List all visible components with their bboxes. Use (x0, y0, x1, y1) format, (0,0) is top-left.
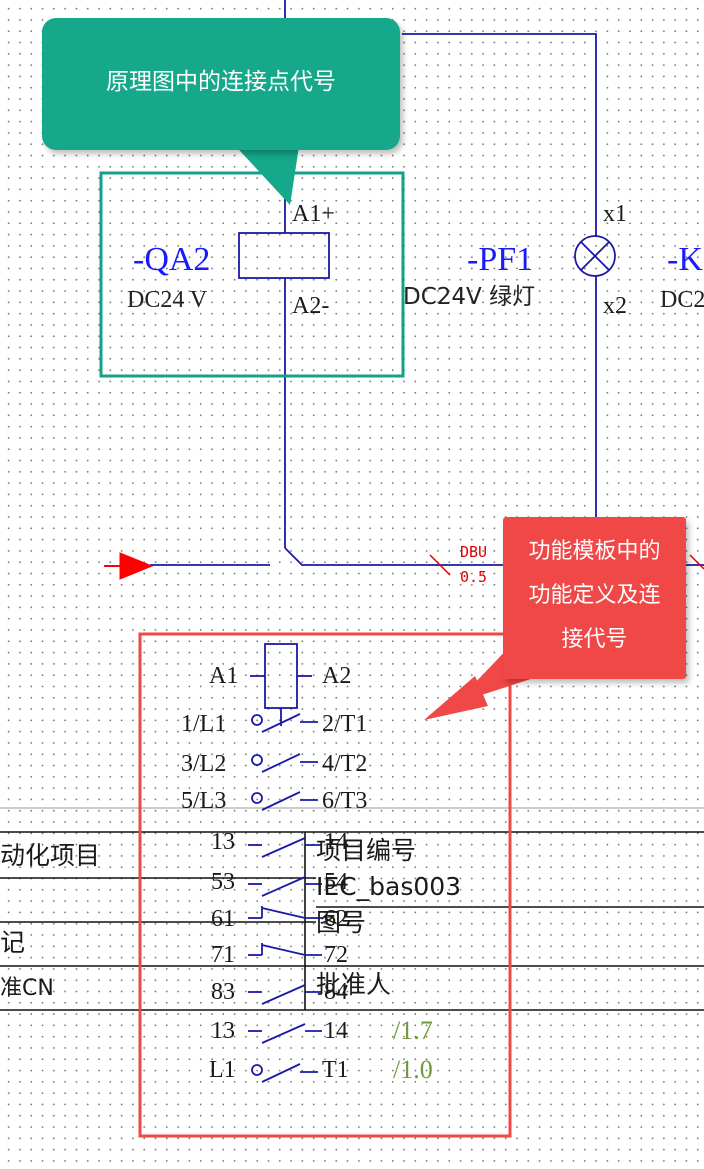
contact-left-7: 71 (211, 942, 235, 968)
template-callout-text: 功能模板中的 功能定义及连 接代号 (503, 530, 686, 662)
contact-left-3: 5/L3 (181, 788, 227, 814)
cable-mark-1 (429, 554, 451, 576)
contact-right-10: T1 (322, 1057, 349, 1083)
pf1-lamp-symbol (574, 235, 616, 277)
title-block-lines (0, 807, 704, 1011)
schematic-callout (42, 18, 400, 150)
contact-symbols (248, 643, 322, 1083)
pf1-desc: DC24V 绿灯 (403, 284, 536, 310)
coil-pin-left: A1 (209, 663, 239, 689)
schematic-callout-text: 原理图中的连接点代号 (106, 69, 336, 95)
qa2-highlight-frame (99, 171, 405, 378)
contact-left-9: 13 (211, 1018, 235, 1044)
approver-label: 批准人 (316, 970, 392, 999)
contact-right-9: 14 (324, 1018, 348, 1044)
qa2-pin-a2: A2- (292, 293, 330, 319)
input-arrow (104, 552, 154, 580)
contact-left-5: 53 (211, 869, 235, 895)
coil-pin-right: A2 (322, 663, 352, 689)
contact-right-7: 72 (324, 942, 348, 968)
contact-right-4: 14 (324, 829, 348, 855)
template-callout-line-2: 功能定义及连 (528, 583, 661, 608)
pf1-pin-x1: x1 (603, 201, 627, 227)
wire-pf1-top (402, 33, 597, 236)
contact-ref-10: /1.0 (393, 1055, 433, 1084)
qa2-tag: -QA2 (133, 241, 211, 278)
contact-right-2: 4/T2 (322, 751, 368, 777)
template-highlight-frame (138, 632, 512, 1138)
contact-left-10: L1 (209, 1057, 236, 1083)
contact-right-5: 54 (324, 869, 348, 895)
cable-label: DBU (460, 543, 488, 561)
drawing-number-label: 图号 (316, 908, 367, 937)
contact-right-1: 2/T1 (322, 711, 368, 737)
contact-right-6: 62 (324, 906, 348, 932)
cable-mark-2 (689, 554, 704, 570)
cable-size: 0.5 (460, 568, 488, 586)
teal-callout-tail (230, 140, 300, 205)
qa2-coil-symbol (238, 232, 330, 279)
contact-left-8: 83 (211, 979, 235, 1005)
pf1-pin-x2: x2 (603, 293, 627, 319)
qa2-voltage: DC24 V (127, 287, 208, 313)
contact-left-1: 1/L1 (181, 711, 227, 737)
pf1-tag: -PF1 (467, 241, 534, 278)
k-tag-partial: -K (667, 241, 703, 278)
template-callout-line-1: 功能模板中的 (528, 539, 661, 564)
title-block-cell-approve: 准CN (0, 976, 54, 1001)
template-callout-line-3: 接代号 (561, 627, 628, 652)
template-callout (503, 517, 686, 679)
title-block-cell-project: 动化项目 (0, 841, 101, 870)
contact-left-6: 61 (211, 906, 235, 932)
qa2-pin-a1: A1+ (292, 201, 335, 227)
contact-left-4: 13 (211, 829, 235, 855)
project-number-label: 项目编号 (316, 836, 417, 865)
k-desc-partial: DC2 (660, 287, 704, 313)
title-block-cell-record: 记 (0, 928, 26, 957)
contact-left-2: 3/L2 (181, 751, 227, 777)
contact-right-3: 6/T3 (322, 788, 368, 814)
contact-right-8: 84 (324, 979, 348, 1005)
project-number-value: IEC_bas003 (316, 872, 462, 901)
contact-ref-9: /1.7 (393, 1016, 433, 1045)
